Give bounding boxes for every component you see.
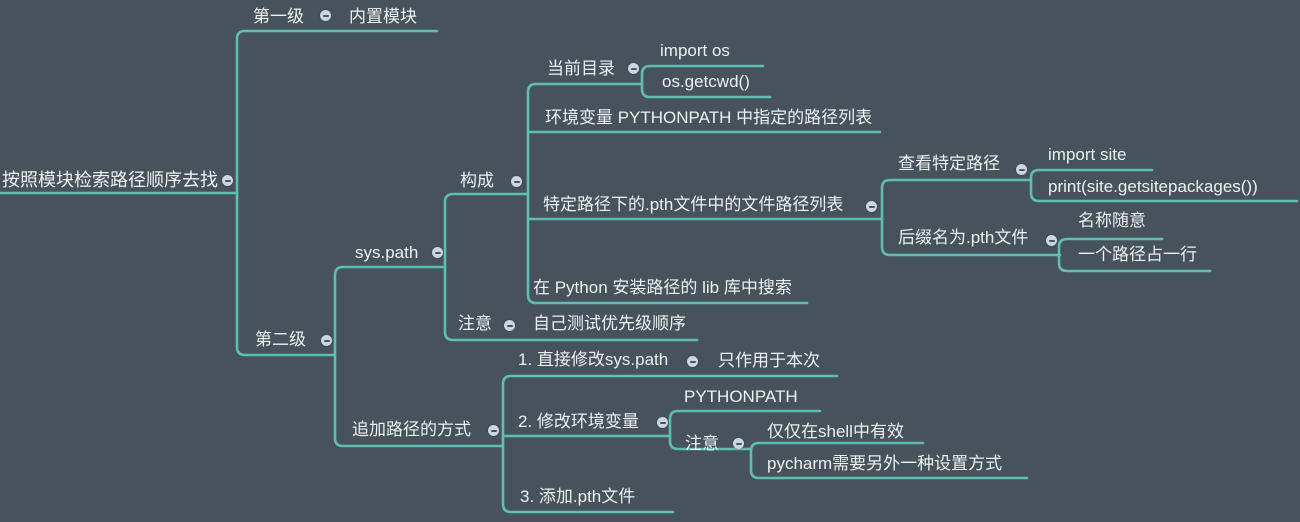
node-one-path-per-line[interactable]: 一个路径占一行 [1078, 245, 1197, 264]
branch-append-trunk [501, 374, 839, 514]
node-env-pythonpath-paths[interactable]: 环境变量 PYTHONPATH 中指定的路径列表 [545, 108, 873, 127]
node-pythonpath[interactable]: PYTHONPATH [684, 387, 798, 406]
node-second-level[interactable]: 第二级 [255, 330, 306, 349]
node-import-os[interactable]: import os [660, 41, 730, 60]
node-method1-modify-syspath[interactable]: 1. 直接修改sys.path [518, 350, 669, 369]
collapse-icon-note-priority[interactable] [504, 320, 515, 331]
collapse-icon-method2[interactable] [657, 417, 668, 428]
branch-syspath-trunk [443, 192, 699, 342]
node-syspath[interactable]: sys.path [355, 243, 419, 262]
node-append-path-methods[interactable]: 追加路径的方式 [352, 420, 471, 439]
collapse-icon-composition[interactable] [511, 176, 522, 187]
branch-note-env-trunk [749, 441, 1029, 480]
collapse-icon-method1[interactable] [687, 356, 698, 367]
node-in-python-lib[interactable]: 在 Python 安装路径的 lib 库中搜索 [533, 278, 792, 297]
node-shell-only[interactable]: 仅仅在shell中有效 [767, 422, 904, 441]
collapse-icon-current-dir[interactable] [628, 63, 639, 74]
collapse-icon-first-level[interactable] [320, 10, 331, 21]
node-first-level[interactable]: 第一级 [253, 7, 304, 26]
branch-second-level-trunk [333, 265, 505, 448]
node-self-test-priority[interactable]: 自己测试优先级顺序 [533, 314, 686, 333]
branch-pthsuffix-trunk [1057, 237, 1212, 273]
collapse-icon-pth-file-paths[interactable] [866, 201, 877, 212]
node-note-env[interactable]: 注意 [685, 434, 719, 453]
collapse-icon-root[interactable] [222, 175, 233, 186]
node-note-priority[interactable]: 注意 [458, 314, 492, 333]
collapse-icon-pth-suffix-file[interactable] [1046, 235, 1057, 246]
collapse-icon-append-path-methods[interactable] [488, 425, 499, 436]
node-any-name[interactable]: 名称随意 [1078, 211, 1146, 230]
branch-method2-trunk [668, 409, 822, 451]
branch-viewpath-trunk [1029, 168, 1299, 203]
node-root[interactable]: 按照模块检索路径顺序去找 [2, 170, 218, 190]
node-current-dir[interactable]: 当前目录 [547, 59, 615, 78]
node-print-getsitepackages[interactable]: print(site.getsitepackages()) [1048, 177, 1258, 196]
node-builtin-modules[interactable]: 内置模块 [349, 7, 417, 26]
branch-pthlist-trunk [880, 178, 1062, 257]
node-only-this-run[interactable]: 只作用于本次 [718, 351, 820, 370]
collapse-icon-note-env[interactable] [733, 438, 744, 449]
node-method3-add-pth[interactable]: 3. 添加.pth文件 [520, 487, 636, 506]
collapse-icon-syspath[interactable] [432, 247, 443, 258]
branch-current-dir-trunk [640, 64, 772, 99]
node-view-specific-path[interactable]: 查看特定路径 [898, 154, 1000, 173]
node-pth-file-paths[interactable]: 特定路径下的.pth文件中的文件路径列表 [543, 195, 844, 214]
node-os-getcwd[interactable]: os.getcwd() [662, 72, 750, 91]
node-method2-modify-env[interactable]: 2. 修改环境变量 [518, 412, 639, 431]
node-pycharm-setting[interactable]: pycharm需要另外一种设置方式 [767, 454, 1003, 473]
collapse-icon-view-specific-path[interactable] [1016, 164, 1027, 175]
node-import-site[interactable]: import site [1048, 145, 1127, 164]
branch-root-trunk [235, 29, 439, 357]
node-composition[interactable]: 构成 [460, 171, 494, 190]
node-pth-suffix-file[interactable]: 后缀名为.pth文件 [898, 228, 1029, 247]
branch-composition-trunk [526, 82, 809, 305]
collapse-icon-second-level[interactable] [321, 335, 332, 346]
